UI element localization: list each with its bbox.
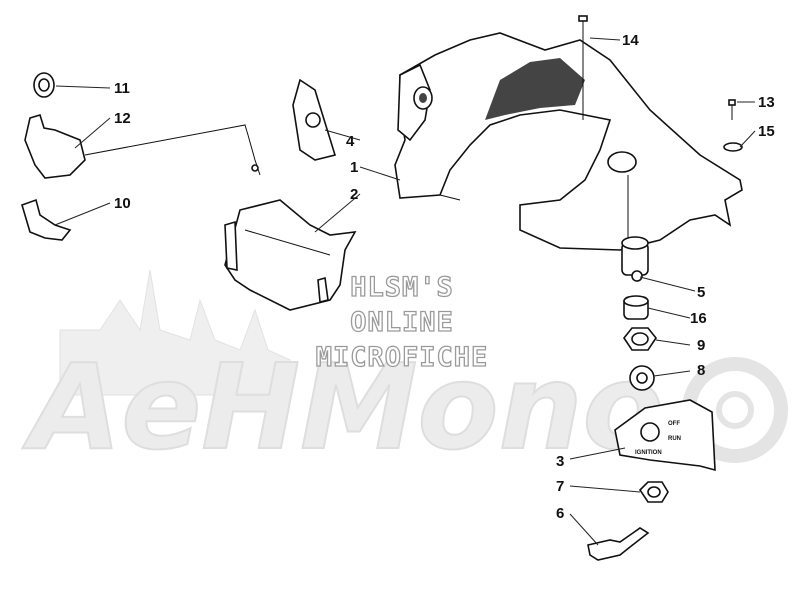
part-throttle-assembly [21,72,261,241]
part-trim-plate [292,78,337,161]
stamp-line-2: ONLINE [350,307,454,338]
callout-2: 2 [350,186,358,203]
stamp-line-3: MICROFICHE [316,342,489,373]
callout-14: 14 [622,32,639,49]
stamp-line-1: HLSM'S [350,272,454,303]
part-key-and-nut [587,481,669,561]
microfiche-stamp: HLSM'S ONLINE MICROFICHE [315,271,489,373]
part-fasteners [578,15,743,152]
part-console-housing [394,32,743,251]
callout-15: 15 [758,123,775,140]
part-hardware-stack [621,175,657,391]
callout-1: 1 [350,159,358,176]
watermark-brand: AeHMono [22,338,664,476]
callout-16: 16 [690,310,707,327]
plate-run-label: RUN [668,436,681,442]
callout-7: 7 [556,478,564,495]
callout-4: 4 [346,133,355,150]
leader-lines [54,37,756,546]
callout-labels: 1 2 3 4 5 6 7 8 9 10 11 12 13 14 15 16 [114,32,775,522]
callout-6: 6 [556,505,564,522]
callout-13: 13 [758,94,775,111]
watermark-skyline [59,269,291,396]
plate-ignition-label: IGNITION [635,450,662,456]
watermark: AeHMono [21,269,788,477]
callout-5: 5 [697,284,705,301]
callout-9: 9 [697,337,705,354]
callout-3: 3 [556,453,564,470]
part-ignition-plate: OFF RUN IGNITION [614,399,716,472]
callout-11: 11 [114,80,130,97]
callout-12: 12 [114,110,131,127]
plate-off-label: OFF [668,421,680,427]
callout-10: 10 [114,195,131,212]
callout-8: 8 [697,362,705,379]
part-lower-cover [224,199,357,311]
